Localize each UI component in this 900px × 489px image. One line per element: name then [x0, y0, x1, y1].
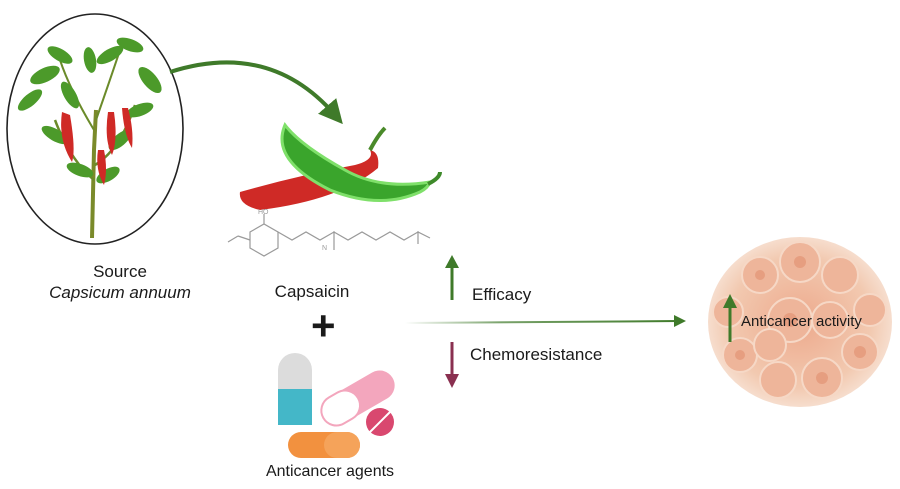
source-title: Source — [93, 262, 147, 281]
efficacy-up-arrow-icon — [445, 255, 459, 300]
plus-sign: + — [311, 302, 336, 349]
capsaicin-structure — [227, 214, 431, 257]
molecule-n-label: N — [322, 245, 327, 252]
chili-peppers-illustration — [239, 122, 442, 210]
source-to-compound-arrow — [169, 60, 343, 125]
combination-to-outcome-arrow — [404, 320, 681, 324]
capsicum-plant-illustration — [6, 13, 184, 245]
chemoresistance-label: Chemoresistance — [470, 345, 603, 364]
anticancer-agents-illustration — [278, 353, 395, 458]
chemoresistance-down-arrow-icon — [445, 342, 459, 388]
tumor-cells-illustration — [708, 237, 892, 407]
anticancer-agents-label: Anticancer agents — [265, 463, 395, 480]
capsaicin-label: Capsaicin — [274, 282, 350, 301]
outcome-arrowhead — [674, 315, 686, 327]
efficacy-label: Efficacy — [472, 285, 532, 304]
molecule-ho-label: HO — [258, 209, 269, 216]
anticancer-activity-label: Anticancer activity — [741, 313, 862, 330]
source-species: Capsicum annuum — [49, 283, 191, 302]
